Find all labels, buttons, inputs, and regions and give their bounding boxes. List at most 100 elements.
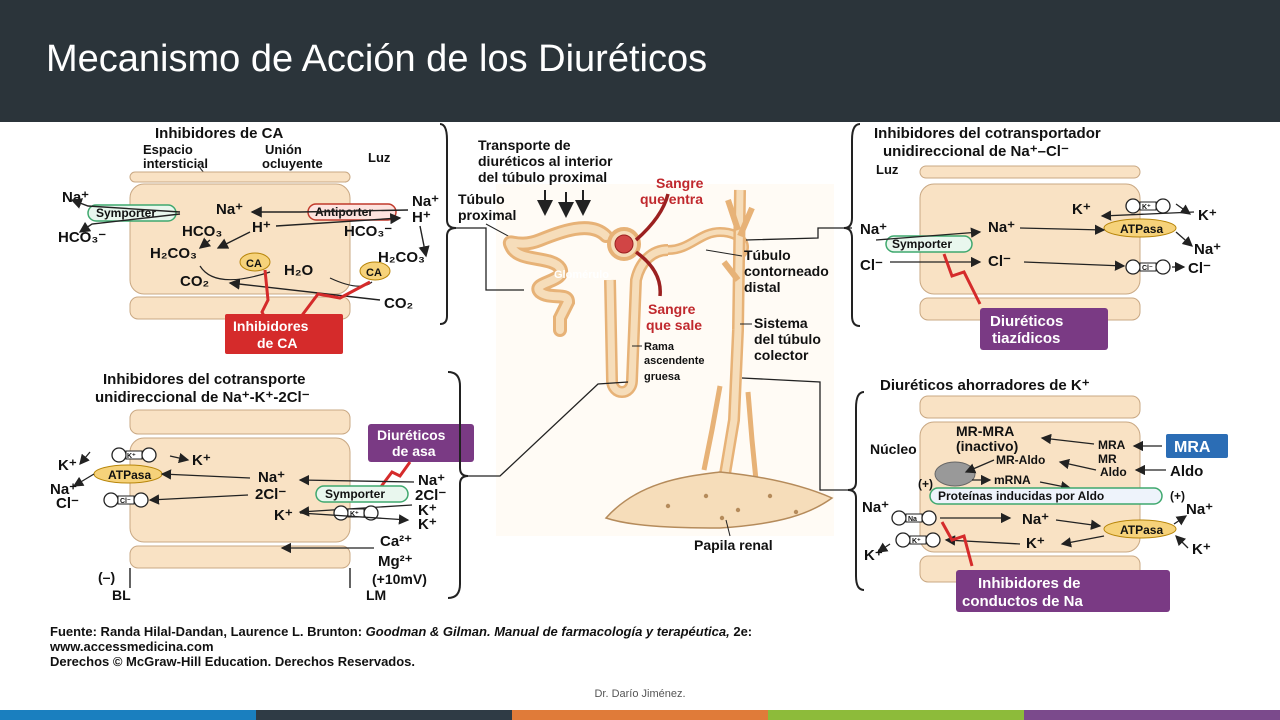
ca-hco3-out: HCO₃⁻ bbox=[58, 229, 106, 246]
ca-drug-label-1: Inhibidores bbox=[233, 318, 309, 334]
ca-h2o: H₂O bbox=[284, 262, 313, 279]
renal-papilla bbox=[604, 471, 834, 529]
thiazide-panel: Inhibidores del cotransportador unidirec… bbox=[843, 123, 1221, 350]
thiazide-na-cell: Na⁺ bbox=[988, 219, 1015, 236]
thiazide-drug-label-2: tiazídicos bbox=[992, 330, 1060, 347]
loop-k-lumen-2: K⁺ bbox=[418, 516, 437, 533]
ksparing-atpasa bbox=[1103, 519, 1177, 539]
loop-mg: Mg²⁺ bbox=[378, 553, 413, 570]
thiazide-na-lumen: Na⁺ bbox=[860, 221, 887, 238]
ksparing-aldo: Aldo bbox=[1170, 463, 1203, 480]
ca-h-lumen: H⁺ bbox=[412, 209, 431, 226]
ksparing-mr-aldo: MR-Aldo bbox=[996, 453, 1045, 467]
nephron-diagram: Transporte de diuréticos al interior del… bbox=[456, 137, 852, 553]
ca-h-cell: H⁺ bbox=[252, 219, 271, 236]
loop-k-channel-2-label: K⁺ bbox=[350, 511, 359, 518]
ksparing-mra-small: MRA bbox=[1098, 438, 1126, 452]
ca-na-out: Na⁺ bbox=[62, 189, 89, 206]
intersticial-label: intersticial bbox=[143, 156, 208, 171]
loop-symporter bbox=[315, 485, 409, 503]
source-rights: Derechos © McGraw-Hill Education. Derech… bbox=[50, 654, 415, 669]
ca-enzyme-lumen-label: CA bbox=[366, 267, 382, 279]
colector-2: del túbulo bbox=[754, 331, 821, 347]
ca-cell-top bbox=[129, 171, 351, 183]
thiazide-k-channel: K⁺ bbox=[1125, 198, 1171, 214]
ca-h2co3-cell: H₂CO₃ bbox=[150, 245, 197, 262]
source-edition: 2e: bbox=[730, 624, 752, 639]
ca-na-lumen: Na⁺ bbox=[412, 193, 439, 210]
loop-drug-box bbox=[368, 424, 474, 462]
loop-heading-2: unidireccional de Na⁺-K⁺-2Cl⁻ bbox=[95, 389, 310, 406]
mra-box bbox=[1166, 434, 1228, 458]
ksparing-na-channel: Na bbox=[891, 510, 937, 526]
ca-na-cell: Na⁺ bbox=[216, 201, 243, 218]
ksparing-inactivo: (inactivo) bbox=[956, 438, 1018, 454]
luz-label: Luz bbox=[368, 150, 391, 165]
nephron-tubulo-1: Túbulo bbox=[458, 191, 505, 207]
ca-hco3-lumen: HCO₃⁻ bbox=[344, 223, 392, 240]
slide-title: Mecanismo de Acción de los Diuréticos bbox=[46, 38, 708, 80]
loop-symporter-label: Symporter bbox=[325, 487, 385, 501]
ca-hco3-cell: HCO₃ bbox=[182, 223, 222, 240]
nephron-transport-1: Transporte de bbox=[478, 137, 571, 153]
ksparing-na-out: Na⁺ bbox=[1186, 501, 1213, 518]
thiazide-cl-channel: Cl⁻ bbox=[1125, 259, 1171, 275]
loop-na-out: Na⁺ bbox=[50, 481, 77, 498]
loop-plus-mv: (+10mV) bbox=[372, 571, 427, 587]
loop-k-right: K⁺ bbox=[192, 452, 211, 469]
loop-na-cell: Na⁺ bbox=[258, 469, 285, 486]
loop-lm: LM bbox=[366, 587, 386, 603]
espacio-label: Espacio bbox=[143, 142, 193, 157]
ksparing-nucleo: Núcleo bbox=[870, 441, 917, 457]
ksparing-k-channel-label: K⁺ bbox=[912, 538, 921, 545]
ksparing-drug-label-1: Inhibidores de bbox=[978, 575, 1081, 592]
loop-cl-channel-label: Cl⁻ bbox=[120, 498, 131, 505]
footer-band-2 bbox=[256, 710, 512, 720]
loop-cl-channel: Cl⁻ bbox=[103, 492, 149, 508]
ksparing-mrna: mRNA bbox=[994, 473, 1031, 487]
ca-inhibitors-panel: Inhibidores de CA Espacio intersticial U… bbox=[58, 123, 457, 354]
loop-k-cell: K⁺ bbox=[274, 507, 293, 524]
thiazide-drug-label-1: Diuréticos bbox=[990, 313, 1063, 330]
ksparing-mr-mra: MR-MRA bbox=[956, 423, 1014, 439]
loop-drug-label-2: de asa bbox=[392, 443, 436, 459]
aldo-proteins bbox=[929, 487, 1163, 505]
union-label: Unión bbox=[265, 142, 302, 157]
ksparing-cell bbox=[919, 421, 1141, 553]
ca-enzyme-lumen bbox=[359, 261, 391, 281]
slide-header: Mecanismo de Acción de los Diuréticos bbox=[0, 0, 1280, 122]
thiazide-k-channel-label: K⁺ bbox=[1142, 204, 1151, 211]
glomerulo-label: Glomérulo bbox=[554, 269, 609, 281]
distal-2: contorneado bbox=[744, 263, 829, 279]
ca-drug-box bbox=[225, 314, 343, 354]
nucleus bbox=[934, 461, 976, 487]
source-website: www.accessmedicina.com bbox=[49, 639, 214, 654]
ca-drug-label-2: de CA bbox=[257, 335, 297, 351]
diuretics-figure: Inhibidores de CA Espacio intersticial U… bbox=[0, 122, 1280, 688]
loop-drug-label-1: Diuréticos bbox=[377, 427, 446, 443]
ksparing-k-out: K⁺ bbox=[1192, 541, 1211, 558]
thiazide-cl-cell: Cl⁻ bbox=[988, 253, 1011, 270]
ksparing-aldo-small: Aldo bbox=[1100, 465, 1127, 479]
thiazide-luz: Luz bbox=[876, 162, 899, 177]
ksparing-k-cell: K⁺ bbox=[1026, 535, 1045, 552]
thiazide-heading-2: unidireccional de Na⁺–Cl⁻ bbox=[883, 143, 1069, 160]
ksparing-na-channel-label: Na bbox=[908, 516, 917, 523]
loop-k-channel-label: K⁺ bbox=[127, 453, 136, 460]
sangre-entra-1: Sangre bbox=[656, 175, 704, 191]
thiazide-k-left: K⁺ bbox=[1072, 201, 1091, 218]
nephron-transport-2: diuréticos al interior bbox=[478, 153, 613, 169]
rama-2: ascendente bbox=[644, 355, 705, 367]
sangre-sale-1: Sangre bbox=[648, 301, 696, 317]
loop-2cl-lumen: 2Cl⁻ bbox=[415, 487, 446, 504]
ksparing-plus-2: (+) bbox=[1170, 489, 1185, 503]
footer-band-3 bbox=[512, 710, 768, 720]
nephron-transport-3: del túbulo proximal bbox=[478, 169, 607, 185]
thiazide-cl-lumen: Cl⁻ bbox=[860, 257, 883, 274]
loop-heading-1: Inhibidores del cotransporte bbox=[103, 371, 306, 388]
nephron-tubulo-2: proximal bbox=[458, 207, 516, 223]
colector-3: colector bbox=[754, 347, 809, 363]
thiazide-k-right: K⁺ bbox=[1198, 207, 1217, 224]
source-citation: Fuente: Randa Hilal-Dandan, Laurence L. … bbox=[49, 624, 752, 669]
ca-antiporter-label: Antiporter bbox=[315, 205, 373, 219]
